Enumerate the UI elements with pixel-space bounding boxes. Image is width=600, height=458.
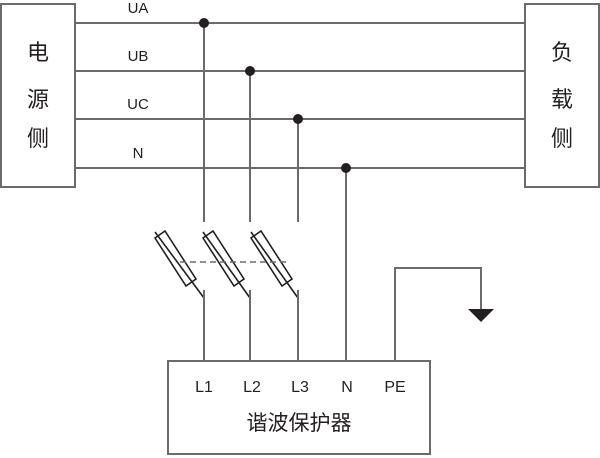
source-side-box	[0, 3, 76, 188]
terminal-l2: L2	[243, 379, 261, 396]
junction-dot-ua	[199, 18, 209, 28]
protector-title: 谐波保护器	[247, 411, 352, 435]
bus-label-ub: UB	[128, 48, 149, 65]
fuse-icon	[249, 229, 299, 299]
bus-label-uc: UC	[127, 96, 149, 113]
source-side-char-3: 侧	[27, 127, 49, 152]
source-side-char-2: 源	[27, 88, 49, 113]
load-side-char-3: 侧	[551, 127, 573, 152]
fuse-icon	[201, 229, 251, 299]
junction-dot-ub	[245, 66, 255, 76]
load-side-box	[524, 3, 600, 188]
terminal-pe: PE	[384, 379, 405, 396]
terminal-l1: L1	[195, 379, 213, 396]
load-side-char-2: 载	[551, 88, 573, 113]
bus-label-ua: UA	[128, 0, 149, 17]
bus-label-n: N	[133, 145, 144, 162]
terminal-n: N	[341, 379, 353, 396]
junction-dot-uc	[293, 114, 303, 124]
wire-pe	[394, 267, 482, 361]
ground-icon	[468, 309, 494, 322]
load-side-char-1: 负	[551, 41, 573, 66]
source-side-char-1: 电	[27, 41, 49, 66]
harmonic-protector-box	[167, 360, 431, 455]
fuse-icon	[153, 229, 205, 299]
junction-dot-n	[341, 163, 351, 173]
terminal-l3: L3	[291, 379, 309, 396]
